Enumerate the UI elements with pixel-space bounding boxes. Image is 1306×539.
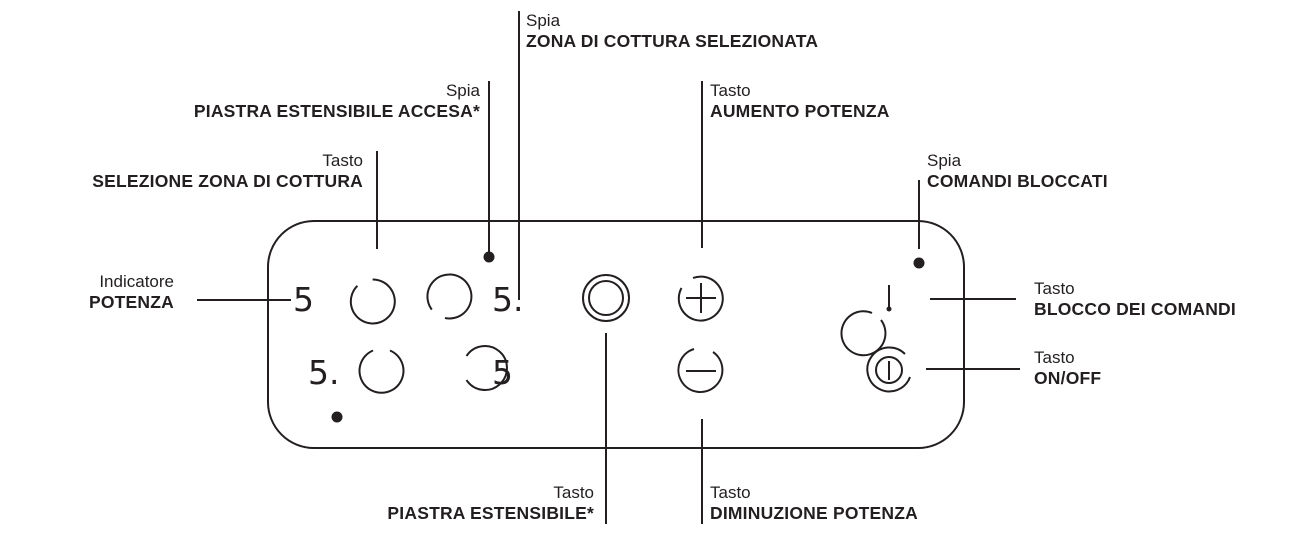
label-main: PIASTRA ESTENSIBILE*: [387, 503, 594, 523]
label-main: BLOCCO DEI COMANDI: [1034, 299, 1236, 319]
zone-rear-left-ring-icon[interactable]: [426, 273, 473, 320]
lock-button-icon[interactable]: [840, 310, 887, 357]
lock-dot: [886, 306, 892, 312]
label-piastra-accesa: Spia PIASTRA ESTENSIBILE ACCESA*: [194, 82, 480, 121]
power-inner-ring: [875, 356, 903, 384]
label-selezione-zona: Tasto SELEZIONE ZONA DI COTTURA: [92, 152, 363, 191]
label-piastra-estensibile: Tasto PIASTRA ESTENSIBILE*: [387, 484, 594, 523]
zone-front-left-lower-ring-icon[interactable]: [358, 349, 405, 394]
label-main: PIASTRA ESTENSIBILE ACCESA*: [193, 101, 480, 121]
label-main: DIMINUZIONE POTENZA: [710, 503, 918, 523]
label-sub: Spia: [927, 151, 962, 170]
power-display-rear-right: 5.: [492, 280, 524, 319]
label-main: ON/OFF: [1034, 368, 1102, 388]
power-display-front-right: 5: [492, 353, 513, 392]
zone-front-left-ring-icon[interactable]: [349, 278, 396, 325]
label-aumento: Tasto AUMENTO POTENZA: [710, 82, 890, 121]
label-sub: Tasto: [1034, 279, 1075, 298]
label-diminuzione: Tasto DIMINUZIONE POTENZA: [710, 484, 918, 523]
plus-button-icon[interactable]: [677, 275, 724, 322]
label-main: POTENZA: [88, 292, 174, 312]
label-sub: Tasto: [1034, 348, 1075, 367]
label-sub: Spia: [445, 81, 480, 100]
power-button-icon[interactable]: [866, 346, 911, 393]
control-panel-outline: [267, 220, 965, 449]
label-sub: Tasto: [322, 151, 363, 170]
label-blocco: Tasto BLOCCO DEI COMANDI: [1034, 280, 1236, 319]
label-main: AUMENTO POTENZA: [710, 101, 890, 121]
label-zona-selezionata: Spia ZONA DI COTTURA SELEZIONATA: [526, 12, 818, 51]
label-main: COMANDI BLOCCATI: [927, 171, 1108, 191]
label-indicatore: Indicatore POTENZA: [89, 273, 174, 312]
extensible-plate-on-led-icon: [483, 251, 495, 263]
label-sub: Spia: [526, 11, 561, 30]
zone-front-right-lower-ring-icon[interactable]: [465, 345, 508, 391]
label-main: ZONA DI COTTURA SELEZIONATA: [526, 31, 819, 51]
label-main: SELEZIONE ZONA DI COTTURA: [92, 171, 363, 191]
label-sub: Tasto: [710, 81, 751, 100]
label-sub: Tasto: [553, 483, 594, 502]
label-comandi-bloccati: Spia COMANDI BLOCCATI: [927, 152, 1108, 191]
label-sub: Indicatore: [99, 272, 174, 291]
controls-locked-led-icon: [913, 257, 925, 269]
label-sub: Tasto: [710, 483, 751, 502]
minus-button-icon[interactable]: [677, 348, 724, 393]
power-display-front-left: 5: [293, 280, 314, 319]
extensible-plate-inner-ring: [588, 280, 624, 316]
rear-left-led-icon: [331, 411, 343, 423]
power-display-rear-left: 5.: [308, 353, 340, 392]
label-onoff: Tasto ON/OFF: [1034, 349, 1101, 388]
extensible-plate-button-icon[interactable]: [582, 274, 630, 322]
